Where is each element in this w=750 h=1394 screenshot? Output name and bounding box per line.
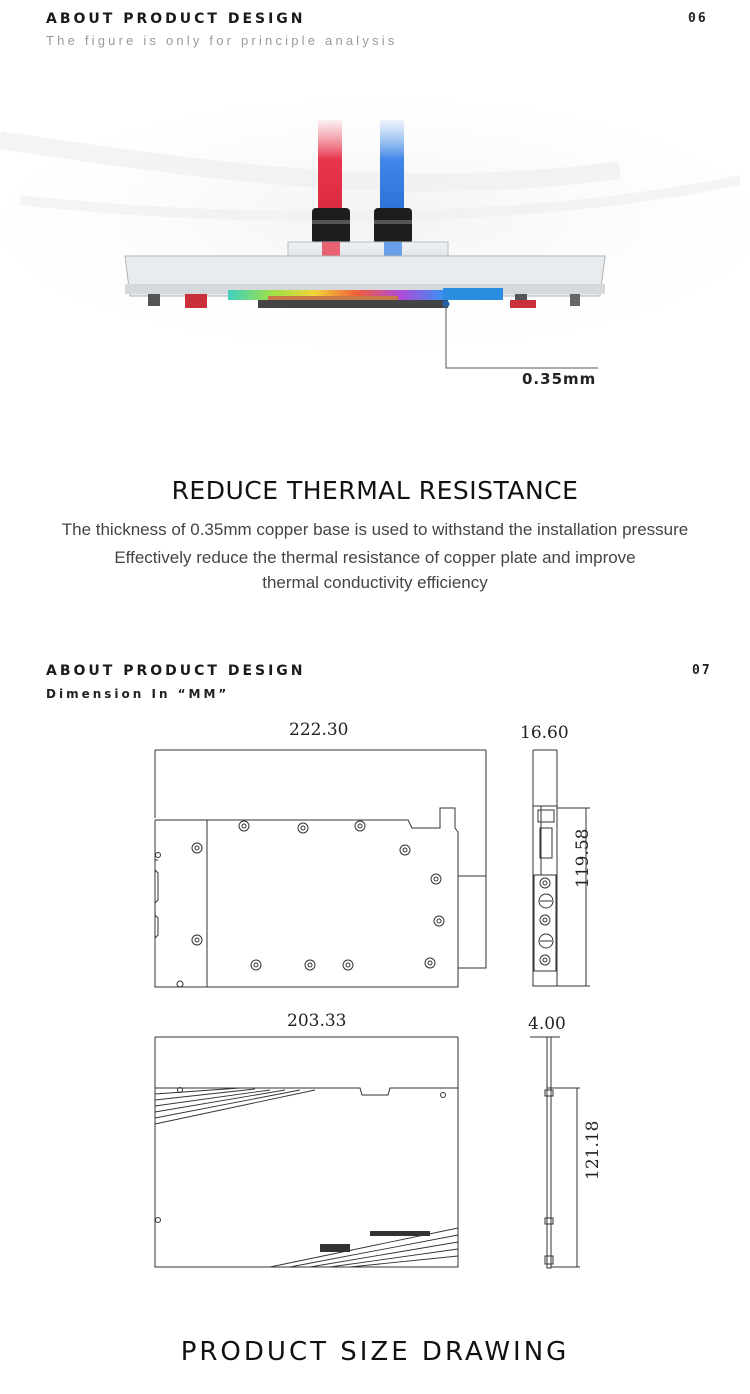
section-title: ABOUT PRODUCT DESIGN: [46, 11, 306, 27]
back-view: [154, 1036, 459, 1268]
body-line-3: thermal conductivity efficiency: [262, 573, 488, 592]
dim-side-thickness: 16.60: [520, 723, 569, 743]
dim-front-width: 222.30: [289, 720, 349, 740]
dim-back-width: 203.33: [287, 1011, 347, 1031]
heading-size-drawing: PRODUCT SIZE DRAWING: [180, 1337, 570, 1367]
hatch-top-left: [154, 1087, 316, 1125]
page-number-2: 07: [692, 663, 712, 678]
page-number: 06: [688, 11, 708, 26]
cold-tube: [380, 120, 404, 220]
body-line-2: Effectively reduce the thermal resistanc…: [114, 548, 636, 567]
dim-backplate-thickness: 4.00: [528, 1014, 566, 1034]
section-subtitle-2: Dimension In “MM”: [46, 687, 230, 701]
hatch-bottom-right: [269, 1227, 459, 1268]
callout-line: [445, 304, 598, 369]
section-title-2: ABOUT PRODUCT DESIGN: [46, 663, 306, 679]
hot-tube: [318, 120, 342, 220]
dimension-drawing: [154, 749, 590, 1269]
water-block-illustration: [0, 100, 750, 369]
side-view: [532, 749, 590, 987]
body-line-1: The thickness of 0.35mm copper base is u…: [61, 520, 689, 539]
dim-back-height: 121.18: [583, 1120, 603, 1180]
dim-front-height: 119.58: [573, 828, 593, 888]
backplate-side-view: [530, 1036, 580, 1269]
callout-label: 0.35mm: [522, 370, 597, 388]
screw-holes: [155, 820, 445, 988]
heading-thermal: REDUCE THERMAL RESISTANCE: [171, 476, 579, 505]
section-subtitle: The figure is only for principle analysi…: [46, 33, 398, 48]
front-view: [154, 749, 487, 988]
